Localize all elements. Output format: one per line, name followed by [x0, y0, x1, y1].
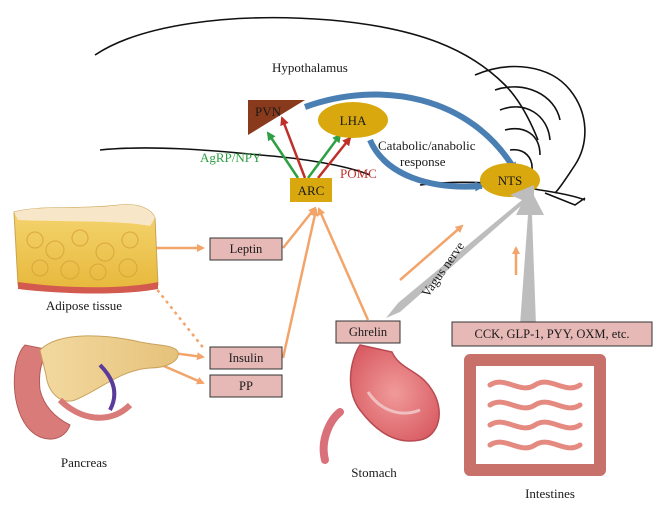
leptin-box: Leptin — [209, 237, 283, 261]
pvn-node — [248, 100, 305, 135]
pomc-label: POMC — [340, 166, 377, 181]
adipose-tissue-label: Adipose tissue — [46, 298, 122, 313]
pp-box: PP — [209, 374, 283, 398]
pp-label: PP — [239, 379, 253, 393]
vagus-arrow-left — [386, 185, 534, 318]
gut-hormones-label: CCK, GLP-1, PYY, OXM, etc. — [475, 327, 630, 341]
stomach-label: Stomach — [351, 465, 397, 480]
stomach-image — [319, 344, 440, 464]
insulin-label: Insulin — [229, 351, 264, 365]
hormone-arrows — [139, 206, 520, 385]
arc-node — [290, 178, 332, 202]
ghrelin-label: Ghrelin — [349, 325, 388, 339]
vagus-arrow-right — [516, 188, 544, 325]
intestines-image — [464, 354, 606, 476]
lha-to-nts-arrow — [367, 138, 485, 192]
catabolic-label: Catabolic/anabolic — [378, 138, 476, 153]
nts-node — [480, 163, 540, 197]
pancreas-image — [13, 335, 179, 440]
lha-node — [318, 102, 388, 138]
arc-label: ARC — [298, 183, 325, 198]
vagus-nerve-label: Vagus nerve — [418, 239, 467, 300]
hypothalamus-label: Hypothalamus — [272, 60, 348, 75]
nts-label: NTS — [498, 173, 523, 188]
pancreas-label: Pancreas — [61, 455, 107, 470]
brain-outline — [94, 16, 586, 206]
lha-label: LHA — [340, 113, 367, 128]
agrp-npy-label: AgRP/NPY — [200, 150, 262, 165]
pvn-to-nts-arrow — [303, 91, 518, 173]
leptin-label: Leptin — [230, 242, 263, 256]
gut-hormones-box: CCK, GLP-1, PYY, OXM, etc. — [451, 321, 653, 347]
ghrelin-box: Ghrelin — [335, 320, 401, 344]
response-label: response — [400, 154, 446, 169]
pvn-label: PVN — [255, 104, 282, 119]
adipose-tissue-image — [13, 204, 159, 294]
insulin-box: Insulin — [209, 346, 283, 370]
intestines-label: Intestines — [525, 486, 575, 501]
arc-projections — [266, 116, 352, 179]
